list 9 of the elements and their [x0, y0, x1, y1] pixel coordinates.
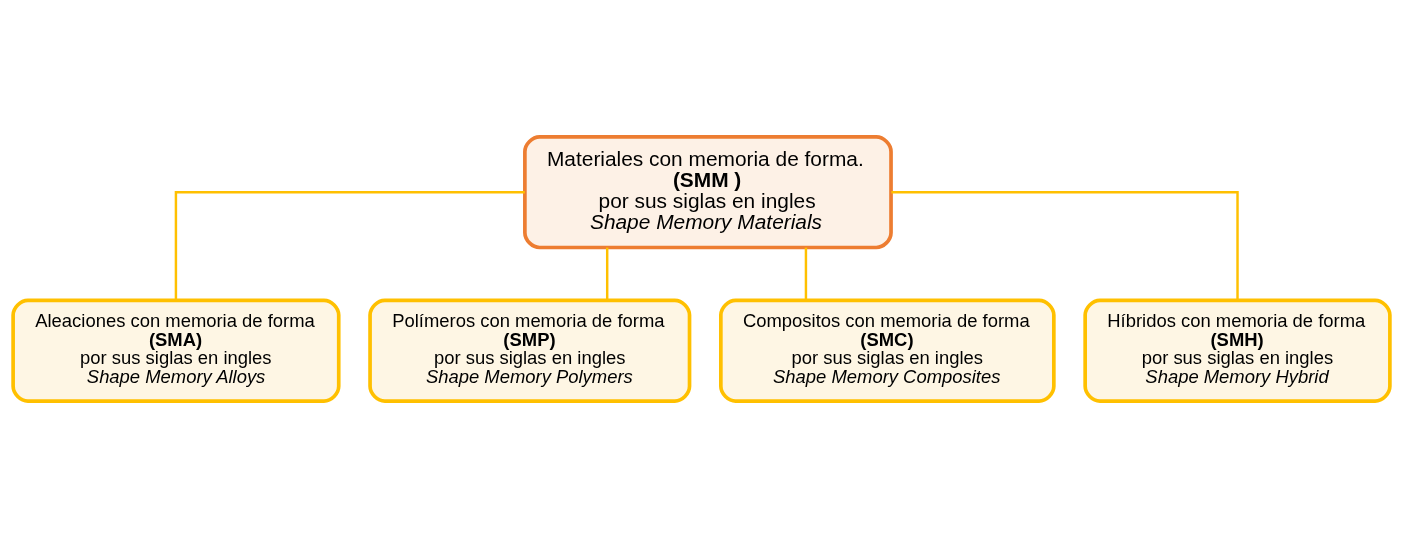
- node-box: Híbridos con memoria de forma (SMH) por sus siglas en ingles Shape Memory Hybrid: [1083, 298, 1392, 403]
- connector: [174, 190, 525, 300]
- node-box: Aleaciones con memoria de forma (SMA) por sus siglas en ingles Shape Memory Alloys: [11, 298, 341, 403]
- node-box: Materiales con memoria de forma. (SMM ) por sus siglas en ingles Shape Memory Materials: [523, 134, 893, 249]
- node-box: Compositos con memoria de forma (SMC) por sus siglas en ingles Shape Memory Composites: [719, 298, 1056, 403]
- connector: [804, 247, 808, 300]
- connector: [891, 190, 1239, 300]
- node-box: Polímeros con memoria de forma (SMP) por sus siglas en ingles Shape Memory Polymers: [368, 298, 692, 403]
- connector: [605, 247, 609, 300]
